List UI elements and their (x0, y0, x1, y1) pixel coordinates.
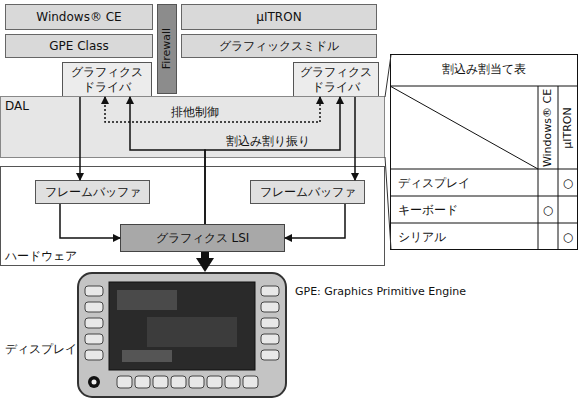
edge-label: 排他制御 (169, 105, 221, 119)
chip-box: グラフィクス LSI (120, 224, 285, 252)
label-holder: ○ (563, 229, 573, 243)
node-text: グラフィクス ドライバ (65, 65, 149, 94)
node-text: GPE Class (49, 39, 109, 53)
row-header: ディスプレイ (398, 175, 470, 189)
row-header: シリアル (398, 229, 446, 243)
label-holder: シリアル (398, 229, 446, 243)
table-mark: ○ (543, 202, 553, 216)
software-box: グラフィックスミドル (181, 34, 377, 58)
node-text: ハードウェア (5, 249, 77, 263)
label-holder: キーボード (398, 202, 458, 216)
node-text: Firewall (160, 28, 173, 69)
buffer-box: フレームバッファ (250, 180, 365, 204)
node-text: グラフィクス LSI (156, 231, 250, 245)
label-holder: ○ (563, 175, 573, 189)
label-holder: μITRON (561, 107, 574, 149)
table-mark: ○ (563, 229, 573, 243)
node-text: フレームバッファ (45, 185, 141, 199)
display-device: ディスプレイ (5, 272, 292, 398)
software-box: μITRON (181, 4, 377, 30)
column-header: μITRON (561, 107, 574, 149)
column-header: Windows® CE (541, 88, 554, 166)
label-holder: GPE: Graphics Primitive Engine (295, 285, 466, 298)
note-text: GPE: Graphics Primitive Engine (295, 285, 466, 298)
software-box: GPE Class (5, 34, 153, 58)
label-holder: ○ (543, 202, 553, 216)
label-holder: Windows® CE (541, 88, 554, 166)
driver-box: グラフィクス ドライバ (293, 62, 379, 97)
node-text: Windows® CE (36, 10, 121, 24)
buffer-box: フレームバッファ (35, 180, 150, 204)
label-holder: 排他制御 (169, 105, 221, 119)
firewall-band: Firewall (157, 4, 177, 94)
node-text: DAL (5, 99, 29, 113)
node-text: μITRON (256, 10, 301, 24)
edge-label: 割込み割り振り (224, 134, 312, 148)
node-text: グラフィックスミドル (219, 39, 339, 53)
driver-box: グラフィクス ドライバ (62, 62, 152, 97)
row-header: キーボード (398, 202, 458, 216)
label-holder: 割込み割り振り (224, 134, 312, 148)
node-text: フレームバッファ (260, 185, 356, 199)
node-text: ディスプレイ (5, 342, 77, 356)
table-mark: ○ (563, 175, 573, 189)
display-illustration (77, 272, 287, 398)
software-box: Windows® CE (5, 4, 153, 30)
label-holder: ディスプレイ (398, 175, 470, 189)
node-text: 割込み割当て表 (442, 62, 526, 76)
node-text: グラフィクス ドライバ (296, 65, 376, 94)
hardware-band: ハードウェア フレームバッファ フレームバッファグラフィクス LSI (0, 166, 385, 266)
